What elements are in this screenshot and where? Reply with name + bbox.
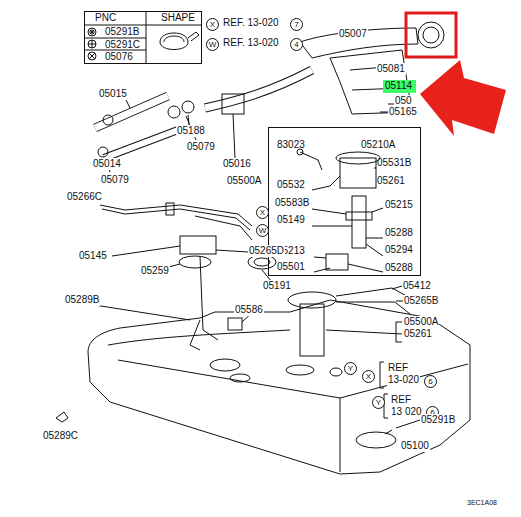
part-number: REF. 13-020 xyxy=(222,17,280,29)
part-number: 05007 xyxy=(338,28,368,40)
table-header: PNC xyxy=(95,12,116,24)
part-number: 05081 xyxy=(376,63,406,75)
part-number: 05265B xyxy=(403,295,439,307)
part-number: 05016 xyxy=(222,158,252,170)
part-number: 05412 xyxy=(402,280,432,292)
part-number: 05014 xyxy=(92,158,122,170)
part-number: 05288 xyxy=(385,262,413,274)
part-number: 05501 xyxy=(277,261,305,273)
circled-reference: 6 xyxy=(424,375,437,388)
part-number: 05265D xyxy=(248,245,285,257)
part-number: 05188 xyxy=(176,125,206,137)
drawing-code: 3EC1A08 xyxy=(466,497,498,509)
part-number: 05215 xyxy=(385,199,413,211)
part-number: 05149 xyxy=(277,214,305,226)
parts-table: PNC SHAPE 05291B05291C05076 xyxy=(84,11,202,64)
table-grid xyxy=(84,11,202,63)
part-number: 05586 xyxy=(234,304,264,316)
circled-reference: 7 xyxy=(290,18,303,31)
part-number: 05076 xyxy=(105,51,133,63)
circled-reference: 4 xyxy=(290,38,303,51)
part-number: 05500A xyxy=(226,175,262,187)
part-number: 05165 xyxy=(388,106,418,118)
part-number: 05079 xyxy=(100,174,130,186)
part-number: 05291B xyxy=(420,414,456,426)
pump-group xyxy=(297,149,383,272)
part-number: 05531B xyxy=(377,157,411,169)
part-number: 05288 xyxy=(385,227,413,239)
hoses xyxy=(95,70,312,172)
circled-reference: W xyxy=(206,38,219,51)
part-number: 05100 xyxy=(400,440,430,452)
part-number: 05289B xyxy=(64,294,100,306)
part-number: 83023 xyxy=(277,139,305,151)
part-number: 05500A xyxy=(403,316,439,328)
highlighted-part-number: 05114 xyxy=(383,80,416,93)
part-number: 05291B xyxy=(105,26,139,38)
part-number: 05145 xyxy=(78,250,108,262)
part-number: 05294 xyxy=(385,244,413,256)
part-number: 05266C xyxy=(66,191,103,203)
part-number: 05289C xyxy=(42,430,79,442)
part-number: REF xyxy=(387,362,409,374)
highlight-box xyxy=(406,13,456,57)
part-number: 05114 xyxy=(385,80,412,92)
part-number: 13-020 xyxy=(387,374,420,386)
part-number: 05259 xyxy=(140,265,170,277)
part-number: 05291C xyxy=(105,39,140,51)
pump-group-box: 83023 05210A 05531B 05261 05532 05583B 05215 05… xyxy=(268,127,421,276)
part-number: 05261 xyxy=(403,328,433,340)
circled-reference: Y xyxy=(344,362,357,375)
part-number: REF xyxy=(390,394,412,406)
circled-reference: X xyxy=(206,18,219,31)
vapor-lines xyxy=(100,203,252,240)
part-number: 05079 xyxy=(186,141,216,153)
circled-reference: X xyxy=(362,370,375,383)
circled-reference: X xyxy=(256,206,269,219)
circled-reference: W xyxy=(256,224,269,237)
part-number: 05261 xyxy=(377,175,405,187)
part-number: 05015 xyxy=(98,88,128,100)
table-header: SHAPE xyxy=(161,12,195,24)
part-number: 13 020 xyxy=(390,406,423,418)
part-number: 05210A xyxy=(361,139,395,151)
pointer-arrow xyxy=(420,60,506,136)
part-number: 05532 xyxy=(277,179,305,191)
part-number: 05191 xyxy=(262,280,292,292)
part-number: 05583B xyxy=(275,197,309,209)
fuel-tank xyxy=(56,300,470,474)
circled-reference: Y xyxy=(372,396,385,409)
tank-pump xyxy=(288,286,410,356)
part-number: REF. 13-020 xyxy=(222,37,280,49)
filler-neck xyxy=(300,22,444,114)
